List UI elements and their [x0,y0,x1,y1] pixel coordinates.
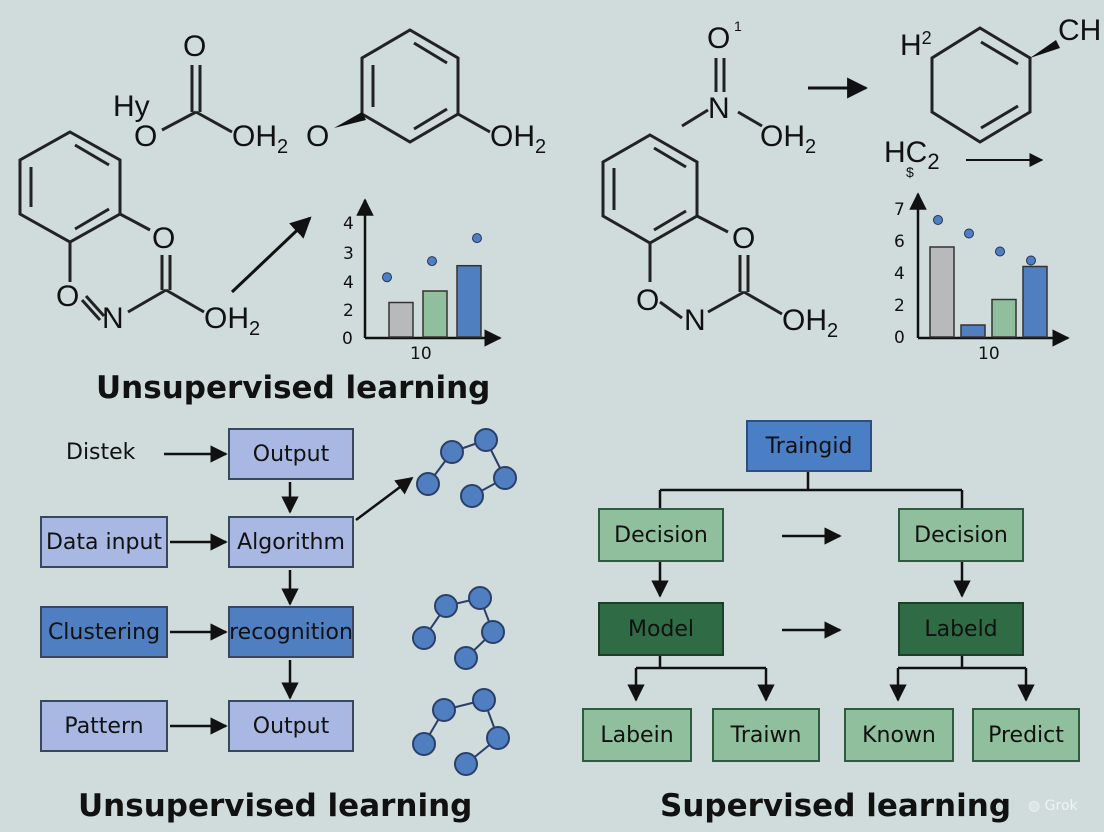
chem-o-side-left: O [152,222,176,255]
watermark-text: Grok [1044,798,1078,814]
chart-point [472,233,482,244]
watermark: ◍ Grok [1028,798,1078,814]
tree-labeld: Labeld [898,602,1024,656]
chem-hy: Hy [113,90,150,123]
benzene-ring-left [18,130,151,282]
tree-root-traingid: Traingid [746,420,872,472]
tree-decision-right: Decision [898,508,1024,562]
chem-o-ring-middle: O [306,120,330,153]
chem-n-left: N [102,302,124,335]
chem-o-top-left: O [183,30,207,63]
chem-hc2: HC2 [884,136,940,174]
tree-predict: Predict [972,708,1080,762]
flow-box-recognition: recognition [228,606,354,658]
chart-left-ytick-0: 0 [342,329,353,349]
node-cluster-3 [412,688,510,776]
carbamate-bonds-right [659,255,783,320]
node-cluster-2 [412,586,505,670]
chart-point [964,228,974,239]
chart-point [427,256,437,267]
chart-right-xtick: 10 [978,344,1000,364]
chart-bar [991,298,1017,338]
chem-dollar: $ [906,164,914,180]
chart-point [933,215,943,225]
unsupervised-arrows [164,445,414,735]
grok-logo-icon: ◍ [1028,798,1041,814]
chem-sup-1: 1 [734,18,742,34]
chart-right-ytick-1: 2 [894,296,905,316]
chart-bar [422,290,448,338]
tree-known: Known [844,708,954,762]
chart-bar [1022,265,1048,338]
flow-box-algorithm: Algorithm [228,516,354,568]
supervised-tree-lines [627,472,1035,702]
chart-point [995,246,1005,257]
tree-traiwn: Traiwn [712,708,820,762]
chart-right-ytick-4: 7 [894,200,905,220]
benzene-ring-right [601,133,729,282]
flow-box-output-top: Output [228,428,354,480]
chem-h2: H2 [900,28,932,62]
tree-model: Model [598,602,724,656]
chem-o-side-right: O [732,222,756,255]
chart-bar [960,324,986,338]
chem-o-carboxyl: O [134,120,158,153]
flow-box-data-input: Data input [40,516,168,568]
flow-box-pattern: Pattern [40,700,168,752]
wedge-bond-middle [334,112,366,128]
chem-oh2-right-b: OH2 [782,304,839,342]
title-unsupervised-top: Unsupervised learning [96,370,491,406]
flow-box-output-bottom: Output [228,700,354,752]
chart-point [1026,255,1036,266]
chart-right-ytick-0: 0 [894,328,905,348]
chart-left-ytick-3: 3 [343,244,354,264]
chem-oh2-right-a: OH2 [760,120,817,158]
chart-left-xtick: 10 [410,344,432,364]
node-cluster-1 [416,428,517,508]
chem-oh2-c: OH2 [204,302,261,340]
carbonyl-bonds-left-top [161,65,233,134]
chart-bar [929,246,955,338]
tree-decision-left: Decision [598,508,724,562]
chart-left-ytick-4: 4 [343,214,354,234]
chart-right-axes [909,192,1070,347]
nitro-bonds-right [681,58,763,128]
chem-n-right-lower: N [684,304,706,337]
chart-right-ytick-2: 4 [894,264,905,284]
flow-label-distek: Distek [66,440,136,465]
chart-bar [456,264,482,338]
chart-right-ytick-3: 6 [894,232,905,252]
tree-labein: Labein [582,708,692,762]
chart-right-marks [929,215,1048,338]
chart-left-ytick-2: 4 [343,273,354,293]
benzene-ring-middle [360,28,491,144]
chem-ch: CH [1058,14,1102,47]
chart-left-marks [382,233,482,338]
carbamate-bonds-left [80,255,205,322]
chem-oh2-b: OH2 [490,120,547,158]
chem-n-right: N [708,92,730,125]
chart-left-ytick-1: 2 [343,301,354,321]
chem-o-ring-right: O [636,284,660,317]
title-supervised: Supervised learning [660,788,1012,824]
cyclohexadiene-ring [930,26,1032,144]
chem-oh2-a: OH2 [232,120,289,158]
chem-o-top-right: O [707,22,731,55]
chart-left-axes [356,198,502,347]
title-unsupervised-bottom: Unsupervised learning [78,788,473,824]
chem-o-n-left: O [56,280,80,313]
diagonal-arrow-left [230,216,312,294]
chart-bar [388,301,414,338]
chart-point [382,272,392,283]
wedge-bond-right [1030,40,1060,58]
flow-box-clustering: Clustering [40,606,168,658]
